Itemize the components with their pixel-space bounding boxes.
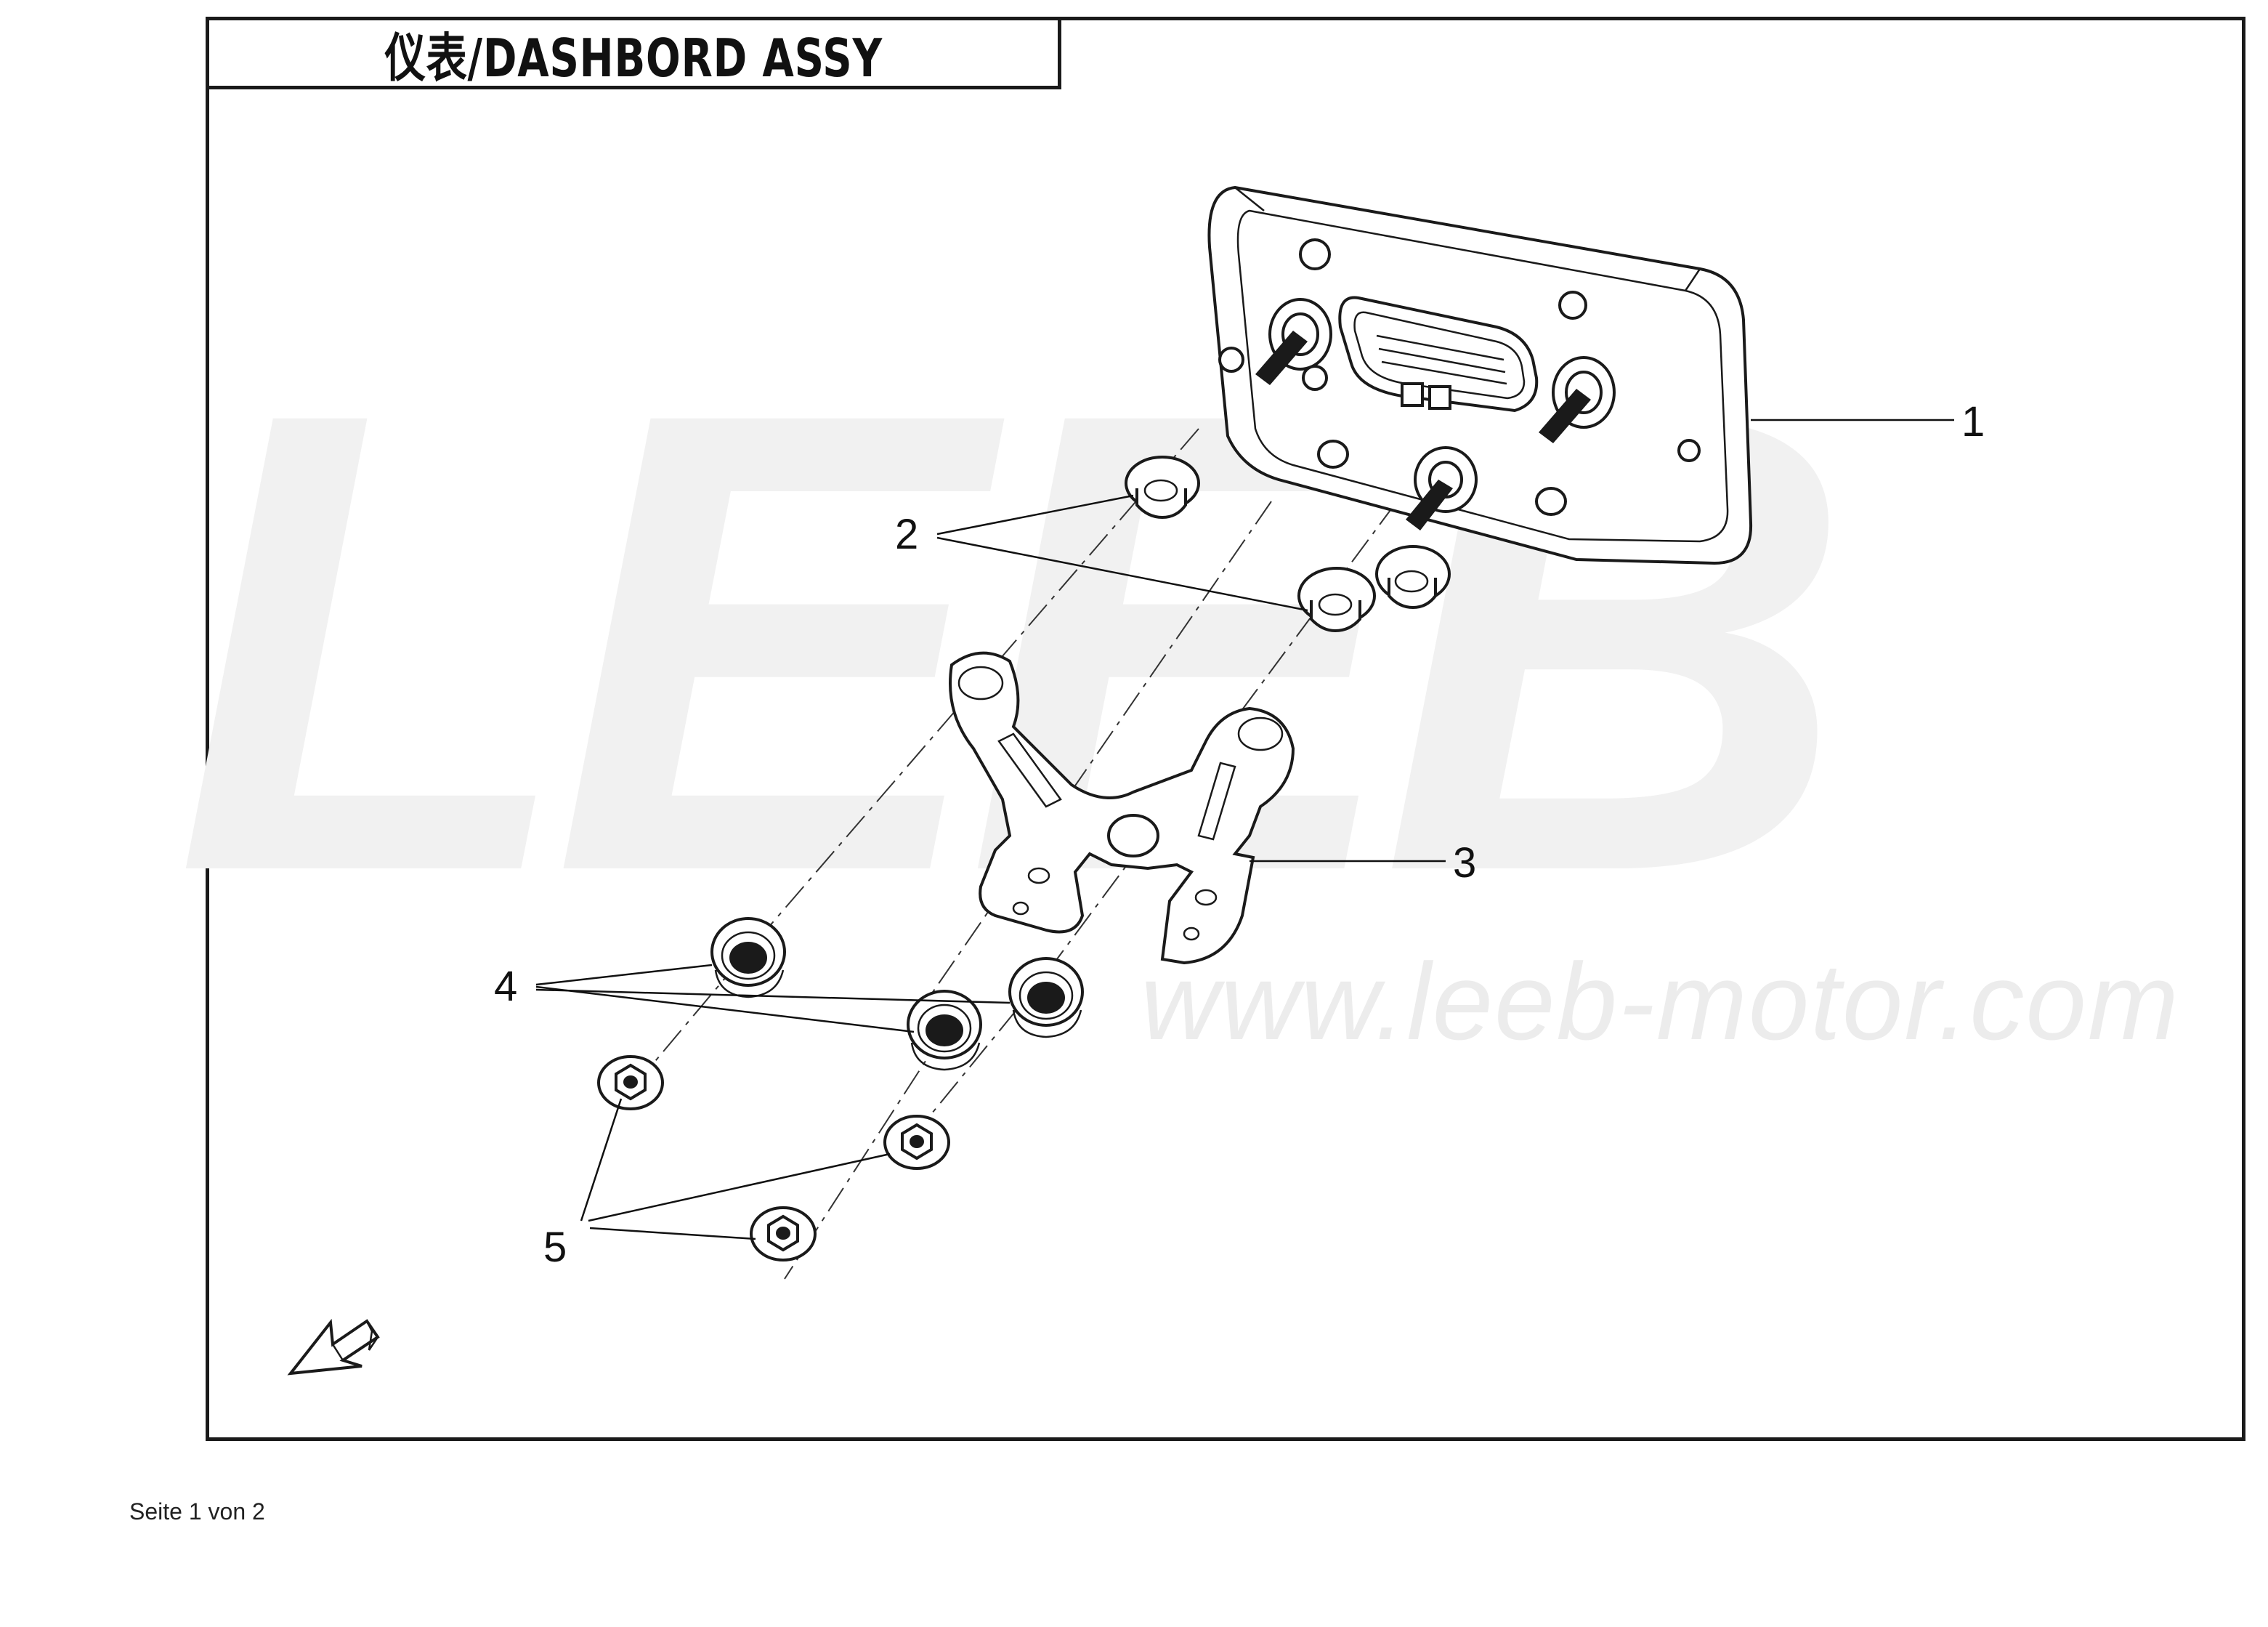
damper-3 [1008,957,1084,1038]
stud-left [1255,298,1332,385]
dashboard-unit [1207,185,1753,565]
leader-lines [535,419,1954,1240]
watermark-url: www.leeb-motor.com [1141,940,2180,1062]
stud-right [1539,356,1616,443]
damper-1 [710,917,786,998]
bushing-middle [1297,567,1376,633]
callout-2: 2 [895,511,918,558]
damper-2 [907,990,982,1071]
flange-nut-3 [750,1206,817,1261]
page-title: 仪表/DASHBORD ASSY [384,27,883,89]
mounting-bracket [949,651,1295,965]
callout-4: 4 [494,963,517,1010]
page-footer: Seite 1 von 2 [129,1498,265,1525]
bushing-right [1375,545,1451,610]
diagram-frame [206,17,2245,1441]
fwd-arrow-icon [287,1318,380,1376]
callout-3: 3 [1453,839,1476,887]
callout-1: 1 [1961,398,1985,445]
stud-bottom [1406,446,1478,530]
callout-5: 5 [543,1224,567,1271]
bushing-top [1125,456,1200,520]
title-box: 仪表/DASHBORD ASSY [206,17,1061,89]
flange-nut-1 [597,1055,664,1110]
flange-nut-2 [883,1115,950,1170]
